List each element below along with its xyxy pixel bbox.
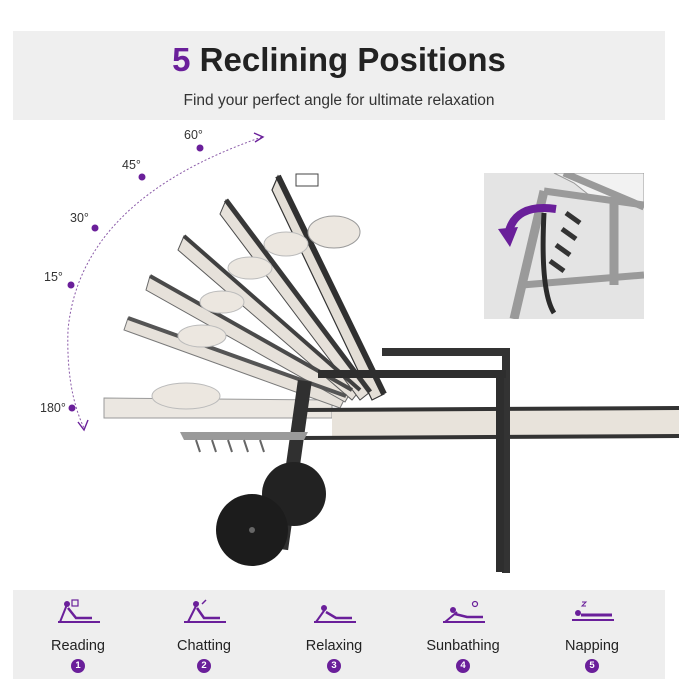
angle-arc: [67, 136, 263, 429]
title-text: Reclining Positions: [199, 41, 506, 78]
positions-bar: Reading 1 Chatting 2 Relaxing 3: [13, 590, 665, 679]
position-relaxing: Relaxing 3: [269, 590, 399, 679]
napping-pose-icon: [572, 601, 614, 621]
lounge-chair-illustration: [67, 132, 679, 573]
pillows: [151, 215, 361, 410]
page-title: 5 Reclining Positions: [13, 41, 665, 79]
wheels: [216, 462, 326, 566]
position-number-badge: 2: [197, 659, 211, 673]
angle-label-180: 180°: [40, 401, 66, 415]
position-label: Napping: [564, 638, 619, 654]
angle-dot-180: [68, 404, 76, 412]
angle-dot-15: [67, 281, 75, 289]
position-reading: Reading 1: [13, 590, 143, 679]
position-number-badge: 3: [327, 659, 341, 673]
relaxing-pose-icon: [314, 605, 356, 623]
header-banner: 5 Reclining Positions Find your perfect …: [13, 31, 665, 120]
position-napping: Napping 5: [527, 590, 657, 679]
adjustment-detail-inset: [484, 173, 644, 319]
reading-pose-icon: [58, 599, 100, 623]
arc-arrow-top: [253, 132, 265, 143]
angle-label-30: 30°: [70, 211, 89, 225]
arc-arrow-bottom: [77, 419, 89, 432]
backrest-positions: [103, 173, 387, 419]
position-label: Reading: [50, 638, 105, 654]
title-number: 5: [172, 41, 191, 78]
angle-dot-45: [138, 173, 146, 181]
sunbathing-pose-icon: [443, 600, 485, 623]
angle-dot-30: [91, 224, 99, 232]
angle-label-60: 60°: [184, 128, 203, 142]
adjustment-detail-drawing: [484, 173, 644, 319]
angle-dot-60: [196, 144, 204, 152]
position-label: Sunbathing: [426, 638, 500, 654]
page-subtitle: Find your perfect angle for ultimate rel…: [183, 92, 495, 109]
position-chatting: Chatting 2: [139, 590, 269, 679]
chatting-pose-icon: [184, 599, 226, 623]
position-number-badge: 1: [71, 659, 85, 673]
position-number-badge: 5: [585, 659, 599, 673]
position-sunbathing: Sunbathing 4: [398, 590, 528, 679]
angle-label-45: 45°: [122, 158, 141, 172]
angle-label-15: 15°: [44, 270, 63, 284]
position-label: Relaxing: [305, 638, 363, 654]
position-label: Chatting: [176, 638, 231, 654]
position-number-badge: 4: [456, 659, 470, 673]
